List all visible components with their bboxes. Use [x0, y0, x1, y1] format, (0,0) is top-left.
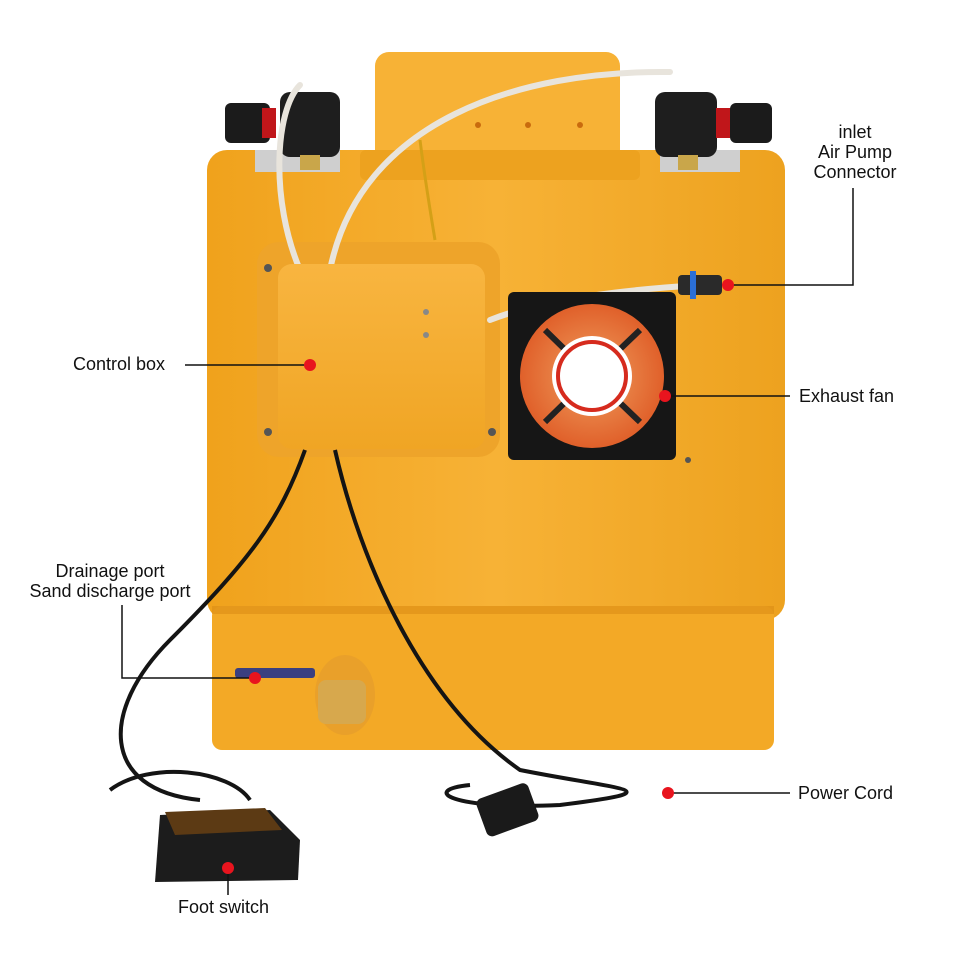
callout-inlet [722, 188, 854, 291]
pressure-regulator-left [225, 92, 340, 172]
label-drainage-line-1: Drainage port [55, 561, 165, 581]
pressure-regulator-right [655, 92, 772, 172]
power-plug [476, 783, 539, 837]
label-foot-switch: Foot switch [178, 897, 270, 917]
label-exhaust-fan: Exhaust fan [799, 386, 895, 406]
callout-power-cord [662, 787, 790, 799]
inlet-connector [678, 271, 722, 299]
label-inlet-line-3: Connector [813, 162, 897, 182]
control-box [264, 264, 496, 449]
label-inlet-line-2: Air Pump [817, 142, 893, 162]
cables [108, 449, 629, 808]
callout-exhaust-fan [659, 390, 790, 402]
wire-bundle [418, 139, 437, 241]
label-inlet-air-pump-connector: inlet Air Pump Connector [800, 122, 910, 182]
label-drainage-port: Drainage port Sand discharge port [10, 561, 210, 601]
label-power-cord: Power Cord [798, 783, 894, 803]
exhaust-fan [508, 292, 691, 463]
label-inlet-line-1: inlet [838, 122, 872, 142]
label-control-box: Control box [73, 354, 166, 374]
callout-drainage [121, 605, 261, 684]
label-drainage-line-2: Sand discharge port [29, 581, 191, 601]
callout-control-box [185, 359, 316, 371]
callout-foot-switch [222, 862, 234, 895]
foot-switch [155, 808, 300, 882]
